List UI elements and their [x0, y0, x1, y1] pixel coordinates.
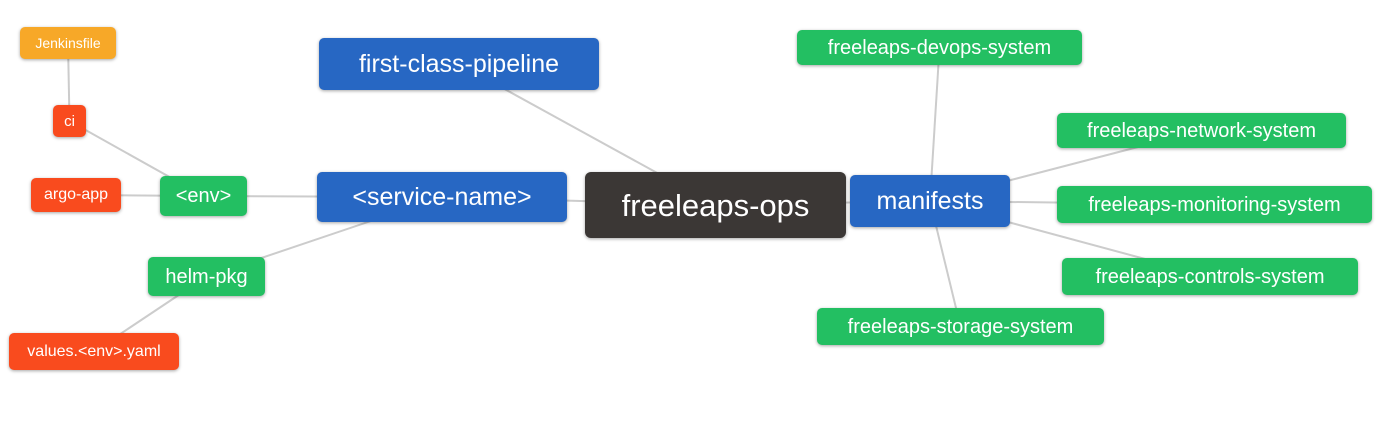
node-jenkinsfile[interactable]: Jenkinsfile — [20, 27, 116, 59]
node-network-system[interactable]: freeleaps-network-system — [1057, 113, 1346, 148]
node-freeleaps-ops[interactable]: freeleaps-ops — [585, 172, 846, 238]
node-first-class-pipeline[interactable]: first-class-pipeline — [319, 38, 599, 90]
node-service-name[interactable]: <service-name> — [317, 172, 567, 222]
node-argo-app[interactable]: argo-app — [31, 178, 121, 212]
node-manifests[interactable]: manifests — [850, 175, 1010, 227]
node-helm-pkg[interactable]: helm-pkg — [148, 257, 265, 296]
node-values-env-yaml[interactable]: values.<env>.yaml — [9, 333, 179, 370]
node-monitoring-system[interactable]: freeleaps-monitoring-system — [1057, 186, 1372, 223]
node-env[interactable]: <env> — [160, 176, 247, 216]
node-controls-system[interactable]: freeleaps-controls-system — [1062, 258, 1358, 295]
node-storage-system[interactable]: freeleaps-storage-system — [817, 308, 1104, 345]
node-ci[interactable]: ci — [53, 105, 86, 137]
node-devops-system[interactable]: freeleaps-devops-system — [797, 30, 1082, 65]
